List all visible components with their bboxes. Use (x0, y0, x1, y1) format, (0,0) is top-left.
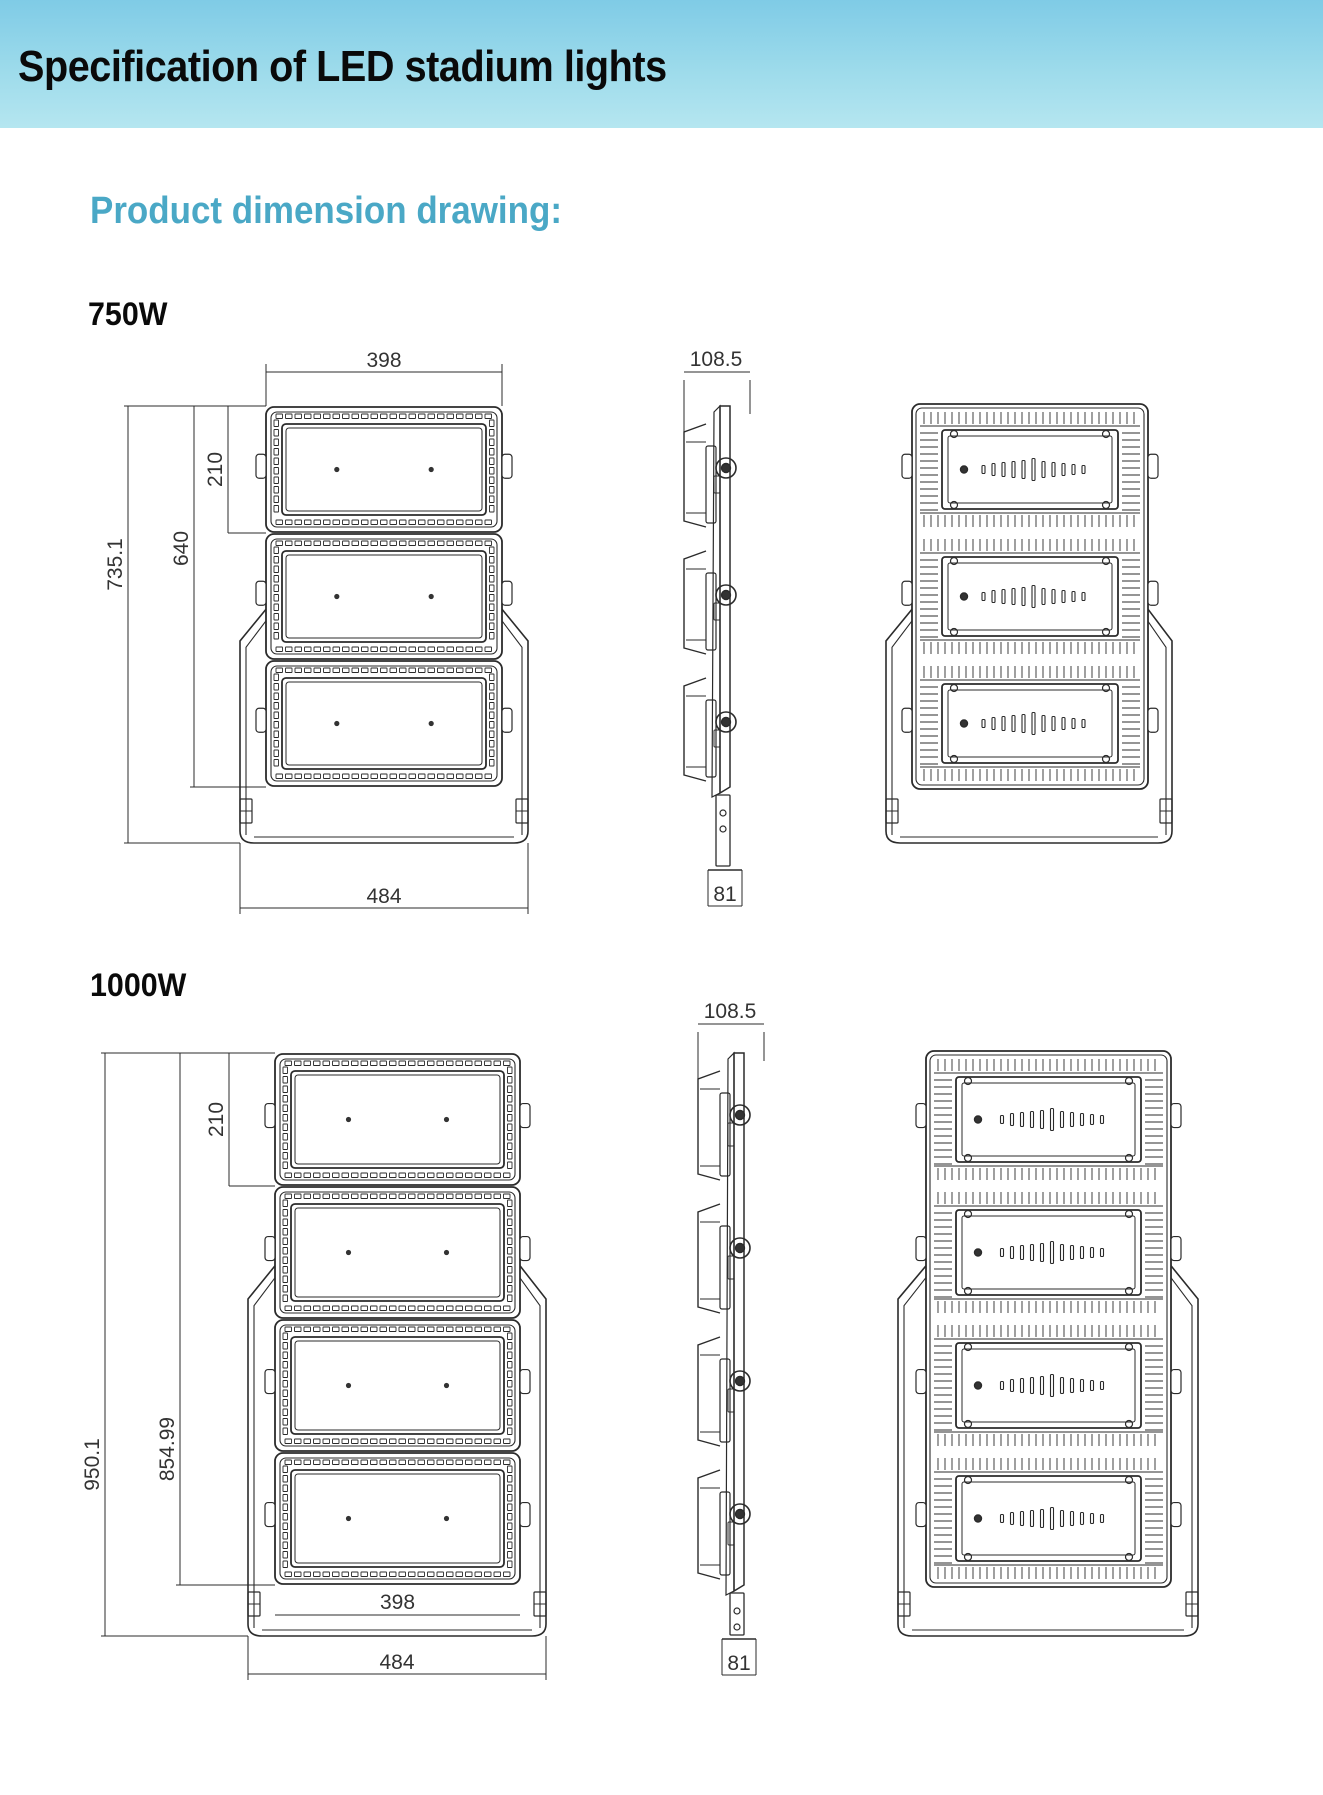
back-view-750w (885, 403, 1173, 844)
dim-total-height: 735.1 (104, 538, 127, 591)
dimension-lines-750w: 398 484 210 640 735.1 108.5 81 (104, 348, 751, 914)
dim-side-depth: 108.5 (690, 348, 743, 371)
side-view-750w (683, 404, 743, 906)
front-view-1000w (247, 1053, 547, 1637)
front-view-750w (239, 406, 529, 844)
dim-body-height: 640 (170, 531, 193, 566)
side-view-1000w (697, 1051, 757, 1675)
header-banner: Specification of LED stadium lights (0, 0, 1323, 128)
dim-front-width-top: 398 (366, 349, 401, 372)
model-label-750w: 750W (88, 296, 168, 332)
dim-front-width-bottom: 484 (366, 885, 401, 908)
dim-total-height: 950.1 (81, 1438, 104, 1491)
dim-module-height: 210 (205, 1102, 228, 1137)
dim-side-depth: 108.5 (704, 1000, 757, 1023)
dim-front-width-inner: 398 (380, 1591, 415, 1614)
model-label-1000w: 1000W (90, 967, 187, 1003)
page-title: Specification of LED stadium lights (18, 42, 667, 91)
dimension-lines-1000w: 398 484 210 854.99 950.1 108.5 81 (81, 1000, 765, 1680)
dim-front-width-bottom: 484 (379, 1651, 414, 1674)
back-view-1000w (897, 1050, 1199, 1637)
dim-bracket-width: 81 (713, 883, 736, 906)
dim-module-height: 210 (204, 452, 227, 487)
section-title: Product dimension drawing: (90, 190, 562, 232)
dim-body-height: 854.99 (156, 1417, 179, 1481)
dim-bracket-width: 81 (727, 1652, 750, 1675)
